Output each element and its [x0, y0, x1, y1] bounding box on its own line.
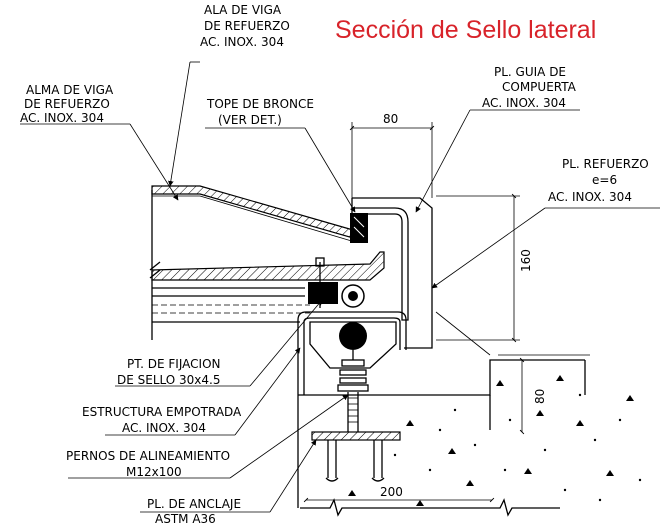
label-pl-guia: PL. GUIA DE COMPUERTA AC. INOX. 304 [482, 65, 577, 110]
dimension-lines [303, 122, 525, 503]
label-pl-refuerzo: PL. REFUERZO e=6 AC. INOX. 304 [548, 157, 649, 204]
svg-text:ESTRUCTURA EMPOTRADA: ESTRUCTURA EMPOTRADA [82, 405, 242, 419]
svg-text:AC. INOX. 304: AC. INOX. 304 [548, 190, 632, 204]
svg-text:PL. REFUERZO: PL. REFUERZO [562, 157, 649, 171]
label-pt-fijacion: PT. DE FIJACION DE SELLO 30x4.5 [117, 357, 221, 387]
svg-text:(VER DET.): (VER DET.) [218, 113, 282, 127]
label-estructura: ESTRUCTURA EMPOTRADA AC. INOX. 304 [82, 405, 242, 435]
svg-text:PT. DE FIJACION: PT. DE FIJACION [127, 357, 221, 371]
drawing-title: Sección de Sello lateral [335, 16, 596, 44]
svg-text:AC. INOX. 304: AC. INOX. 304 [200, 35, 284, 49]
bronze-stop [350, 213, 368, 243]
svg-text:PL. DE ANCLAJE: PL. DE ANCLAJE [147, 497, 241, 511]
label-tope-bronce: TOPE DE BRONCE (VER DET.) [206, 97, 314, 127]
beam-flange [151, 185, 361, 243]
dim-80-right: 80 [533, 389, 547, 404]
svg-text:AC. INOX. 304: AC. INOX. 304 [482, 96, 566, 110]
dim-200: 200 [380, 485, 403, 499]
beam-web [149, 190, 161, 340]
leader-lines [20, 61, 660, 513]
concrete-base [297, 354, 642, 517]
svg-text:AC. INOX. 304: AC. INOX. 304 [20, 111, 104, 125]
anchor-plate [311, 431, 401, 482]
svg-text:DE REFUERZO: DE REFUERZO [204, 19, 290, 33]
svg-text:ALA DE VIGA: ALA DE VIGA [204, 3, 282, 17]
svg-text:ASTM A36: ASTM A36 [155, 512, 216, 526]
svg-text:DE REFUERZO: DE REFUERZO [24, 97, 110, 111]
svg-text:DE SELLO 30x4.5: DE SELLO 30x4.5 [117, 373, 221, 387]
lower-plate [151, 251, 385, 323]
svg-text:PERNOS DE ALINEAMIENTO: PERNOS DE ALINEAMIENTO [66, 449, 230, 463]
svg-text:TOPE DE BRONCE: TOPE DE BRONCE [206, 97, 314, 111]
svg-text:AC. INOX. 304: AC. INOX. 304 [122, 421, 206, 435]
dim-160: 160 [519, 249, 533, 272]
embedded-structure [297, 311, 407, 395]
svg-text:COMPUERTA: COMPUERTA [502, 80, 577, 94]
label-alma-viga: ALMA DE VIGA DE REFUERZO AC. INOX. 304 [20, 83, 114, 125]
label-ala-viga: ALA DE VIGA DE REFUERZO AC. INOX. 304 [200, 3, 290, 49]
svg-text:M12x100: M12x100 [126, 465, 182, 479]
label-pl-anclaje: PL. DE ANCLAJE ASTM A36 [147, 497, 241, 526]
label-pernos: PERNOS DE ALINEAMIENTO M12x100 [66, 449, 230, 479]
dim-80-top: 80 [383, 112, 398, 126]
svg-text:ALMA DE VIGA: ALMA DE VIGA [26, 83, 114, 97]
svg-text:PL. GUIA DE: PL. GUIA DE [494, 65, 566, 79]
alignment-bolts [347, 392, 359, 432]
svg-text:e=6: e=6 [592, 173, 617, 187]
